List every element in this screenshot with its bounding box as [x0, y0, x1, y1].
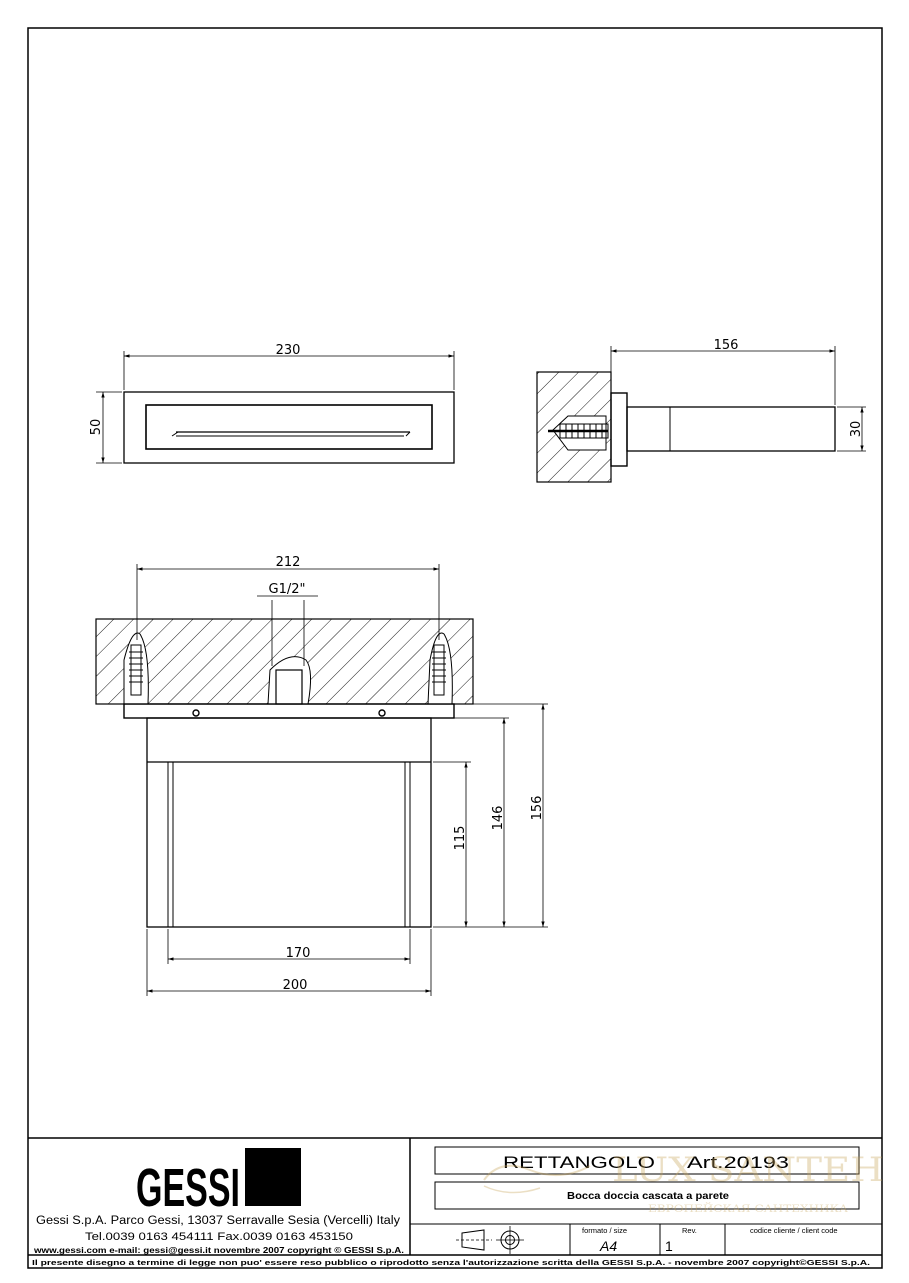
sheet-border [27, 27, 883, 1269]
dimension-212: 212 [276, 555, 301, 570]
dimension-115: 115 [453, 826, 468, 851]
dimension-200: 200 [283, 978, 308, 993]
title-block: GESSI Gessi S.p.A. Parco Gessi, 13037 Se… [28, 1137, 882, 1267]
description-box [434, 1181, 860, 1210]
logo-block [245, 1148, 301, 1206]
rev-value: 1 [665, 1238, 673, 1254]
article-number: Art.20193 [687, 1153, 789, 1172]
side-view: 156 30 [536, 338, 866, 483]
gessi-logo: GESSI [136, 1158, 240, 1218]
dimension-230: 230 [276, 343, 301, 358]
mounting-plate-front [123, 703, 455, 719]
product-title-box [434, 1146, 860, 1175]
top-view-outline [123, 391, 455, 464]
dimension-156-side: 156 [714, 338, 739, 353]
projection-symbol [456, 1226, 524, 1254]
company-address: Gessi S.p.A. Parco Gessi, 13037 Serraval… [36, 1215, 400, 1227]
top-view-tray [145, 404, 433, 450]
mounting-plate [610, 392, 628, 467]
rev-header: Rev. [682, 1226, 697, 1235]
dimension-50: 50 [89, 419, 104, 436]
dimension-30: 30 [849, 421, 864, 438]
top-view: 230 50 [89, 343, 455, 464]
watermark-brand: LUX SANTEH [612, 1150, 884, 1190]
spout-front [146, 717, 432, 928]
product-description: Bocca doccia cascata a parete [567, 1190, 729, 1202]
client-code-header: codice cliente / client code [750, 1226, 838, 1235]
connection-label: G1/2" [269, 582, 306, 597]
company-phone: Tel.0039 0163 454111 Fax.0039 0163 45315… [85, 1231, 353, 1243]
product-name: RETTANGOLO [503, 1153, 655, 1172]
dimension-170: 170 [286, 946, 311, 961]
company-web: www.gessi.com e-mail: gessi@gessi.it nov… [33, 1245, 404, 1255]
front-view: G1/2" 212 115 146 156 170 [95, 555, 548, 996]
format-header: formato / size [582, 1226, 627, 1235]
dimension-146: 146 [491, 806, 506, 831]
spout-body [626, 406, 836, 452]
legal-footer: Il presente disegno a termine di legge n… [32, 1258, 870, 1267]
watermark-tagline: ЕВРОПЕЙСКАЯ САНТЕХНИКА [648, 1203, 849, 1215]
format-value: A4 [599, 1238, 617, 1254]
dimension-156-front: 156 [530, 796, 545, 821]
watermark: LUX SANTEH ЕВРОПЕЙСКАЯ САНТЕХНИКА [483, 1150, 884, 1215]
